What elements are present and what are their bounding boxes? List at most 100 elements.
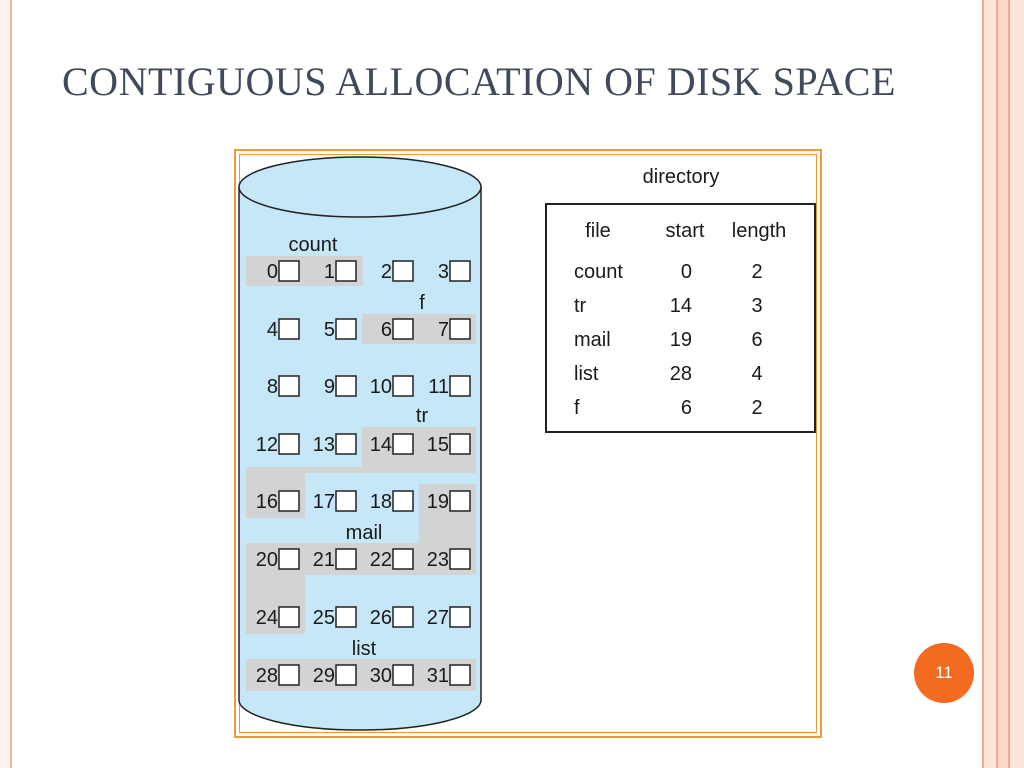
block-number: 27 bbox=[427, 607, 449, 629]
disk-block bbox=[449, 375, 471, 397]
cell-length: 3 bbox=[751, 295, 762, 317]
disk-block bbox=[335, 664, 357, 686]
highlight-mail bbox=[246, 484, 476, 634]
cell-file: f bbox=[574, 397, 580, 419]
directory-row: tr 14 3 bbox=[574, 295, 763, 317]
disk-block bbox=[392, 664, 414, 686]
disk-block bbox=[335, 548, 357, 570]
page-number-badge: 11 bbox=[914, 643, 974, 703]
block-number: 25 bbox=[313, 607, 335, 629]
disk-label-count: count bbox=[289, 234, 338, 256]
disk-block bbox=[449, 548, 471, 570]
cell-length: 2 bbox=[751, 261, 762, 283]
disk-block bbox=[392, 318, 414, 340]
disk-block bbox=[278, 490, 300, 512]
disk-block bbox=[449, 490, 471, 512]
directory-row: list 28 4 bbox=[574, 363, 763, 385]
disk-block bbox=[449, 606, 471, 628]
block-number: 17 bbox=[313, 491, 335, 513]
block-number: 4 bbox=[267, 319, 278, 341]
disk-block bbox=[278, 375, 300, 397]
block-number: 19 bbox=[427, 491, 449, 513]
cell-start: 0 bbox=[681, 261, 692, 283]
disk-file-labels: count f tr mail list bbox=[289, 234, 429, 660]
block-number: 5 bbox=[324, 319, 335, 341]
disk-block bbox=[449, 433, 471, 455]
disk-label-f: f bbox=[419, 292, 425, 314]
block-number: 12 bbox=[256, 434, 278, 456]
block-number: 9 bbox=[324, 376, 335, 398]
disk-top bbox=[238, 156, 482, 218]
cell-start: 19 bbox=[670, 329, 692, 351]
block-number: 23 bbox=[427, 549, 449, 571]
block-number: 20 bbox=[256, 549, 278, 571]
block-number: 31 bbox=[427, 665, 449, 687]
right-stripe-decoration bbox=[978, 0, 1024, 768]
cell-start: 28 bbox=[670, 363, 692, 385]
disk-block bbox=[335, 606, 357, 628]
disk-block bbox=[449, 664, 471, 686]
disk-block bbox=[278, 433, 300, 455]
block-number: 11 bbox=[428, 376, 449, 398]
directory-header: file start length bbox=[585, 220, 786, 242]
directory-title: directory bbox=[643, 166, 720, 188]
disk-block bbox=[392, 375, 414, 397]
block-number: 0 bbox=[267, 261, 278, 283]
cell-length: 6 bbox=[751, 329, 762, 351]
block-number: 21 bbox=[313, 549, 335, 571]
disk-block bbox=[335, 433, 357, 455]
disk-block bbox=[392, 606, 414, 628]
disk-block bbox=[335, 490, 357, 512]
disk-block bbox=[278, 606, 300, 628]
block-number: 1 bbox=[324, 261, 335, 283]
column-header-file: file bbox=[585, 220, 611, 242]
highlight-tr bbox=[246, 427, 476, 518]
cell-length: 4 bbox=[751, 363, 762, 385]
directory-row: mail 19 6 bbox=[574, 329, 763, 351]
disk-block bbox=[278, 664, 300, 686]
cell-file: tr bbox=[574, 295, 587, 317]
column-header-length: length bbox=[732, 220, 787, 242]
disk-block bbox=[278, 548, 300, 570]
block-number: 16 bbox=[256, 491, 278, 513]
column-header-start: start bbox=[666, 220, 705, 242]
directory-table-border bbox=[545, 203, 816, 433]
block-number: 30 bbox=[370, 665, 392, 687]
disk-label-mail: mail bbox=[346, 522, 383, 544]
disk-block bbox=[392, 433, 414, 455]
disk-label-tr: tr bbox=[416, 405, 429, 427]
block-number: 28 bbox=[256, 665, 278, 687]
block-number: 10 bbox=[370, 376, 392, 398]
cell-file: count bbox=[574, 261, 623, 283]
block-number: 6 bbox=[381, 319, 392, 341]
block-number: 13 bbox=[313, 434, 335, 456]
block-number: 7 bbox=[438, 319, 449, 341]
block-number: 29 bbox=[313, 665, 335, 687]
cell-file: list bbox=[574, 363, 599, 385]
cell-file: mail bbox=[574, 329, 611, 351]
disk-block bbox=[392, 260, 414, 282]
disk-block bbox=[278, 318, 300, 340]
disk-block bbox=[449, 318, 471, 340]
block-number: 22 bbox=[370, 549, 392, 571]
block-number: 26 bbox=[370, 607, 392, 629]
block-number: 8 bbox=[267, 376, 278, 398]
slide-title: CONTIGUOUS ALLOCATION OF DISK SPACE bbox=[62, 59, 896, 104]
block-number: 14 bbox=[370, 434, 392, 456]
disk-block bbox=[392, 548, 414, 570]
directory-row: count 0 2 bbox=[574, 261, 763, 283]
directory-row: f 6 2 bbox=[574, 397, 763, 419]
disk-block bbox=[392, 490, 414, 512]
disk-block bbox=[335, 260, 357, 282]
block-number: 2 bbox=[381, 261, 392, 283]
cell-start: 6 bbox=[681, 397, 692, 419]
disk-block bbox=[278, 260, 300, 282]
block-number: 18 bbox=[370, 491, 392, 513]
disk-block bbox=[335, 375, 357, 397]
left-border-decoration bbox=[0, 0, 12, 768]
disk-block bbox=[335, 318, 357, 340]
cell-length: 2 bbox=[751, 397, 762, 419]
